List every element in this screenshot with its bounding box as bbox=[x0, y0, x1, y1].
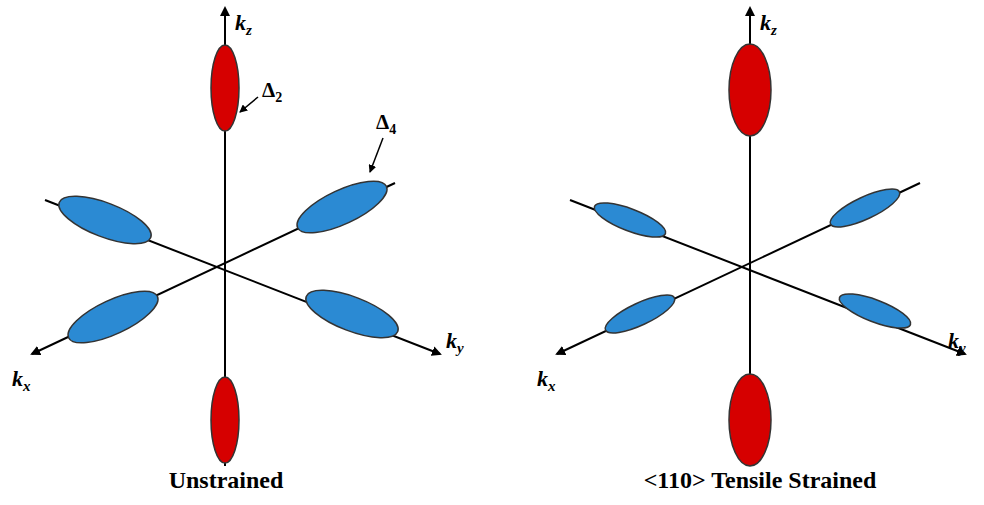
axis-label: kz bbox=[235, 12, 252, 38]
panel-caption: <110> Tensile Strained bbox=[644, 468, 877, 492]
axis-label: ky bbox=[446, 330, 464, 356]
axis-label: kx bbox=[12, 368, 31, 394]
axis-label: kz bbox=[760, 12, 777, 38]
axis-label: kx bbox=[537, 368, 556, 394]
strained-panel bbox=[557, 8, 965, 466]
valley-label: Δ2 bbox=[262, 80, 282, 105]
valley-label: Δ4 bbox=[376, 112, 396, 137]
unstrained-panel bbox=[32, 8, 440, 466]
axis-label: ky bbox=[948, 330, 966, 356]
panel-caption: Unstrained bbox=[169, 468, 284, 492]
